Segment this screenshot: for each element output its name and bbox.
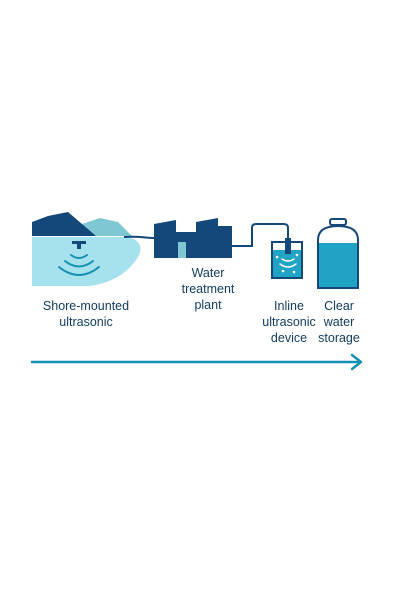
stage-label-storage: Clear water storage bbox=[318, 299, 360, 345]
stage-label-treatment-plant: Water treatment plant bbox=[181, 266, 235, 312]
emitter-stem-icon bbox=[77, 244, 81, 249]
flow-arrow-icon bbox=[30, 353, 363, 371]
tank-water-icon bbox=[319, 243, 357, 287]
pipe-plant-to-device bbox=[232, 223, 289, 247]
lake-with-ultrasonic-icon bbox=[32, 212, 155, 286]
stage-label-shore-mounted: Shore-mounted ultrasonic bbox=[42, 299, 130, 329]
bubbles-icon bbox=[275, 253, 299, 274]
mountain-front-icon bbox=[32, 212, 96, 236]
plant-window-icon bbox=[178, 242, 186, 258]
device-sound-wave-icon bbox=[279, 258, 297, 268]
treatment-plant-icon bbox=[154, 218, 289, 258]
ultrasonic-emitter-icon bbox=[72, 241, 86, 244]
device-transducer-icon bbox=[285, 238, 291, 254]
lake-water-icon bbox=[32, 237, 141, 286]
storage-tank-icon bbox=[317, 218, 359, 289]
pipe-lake-to-plant bbox=[123, 235, 155, 239]
sound-wave-icon bbox=[58, 254, 100, 276]
inline-ultrasonic-device-icon bbox=[271, 238, 303, 279]
stage-label-inline-device: Inline ultrasonic device bbox=[262, 299, 316, 345]
